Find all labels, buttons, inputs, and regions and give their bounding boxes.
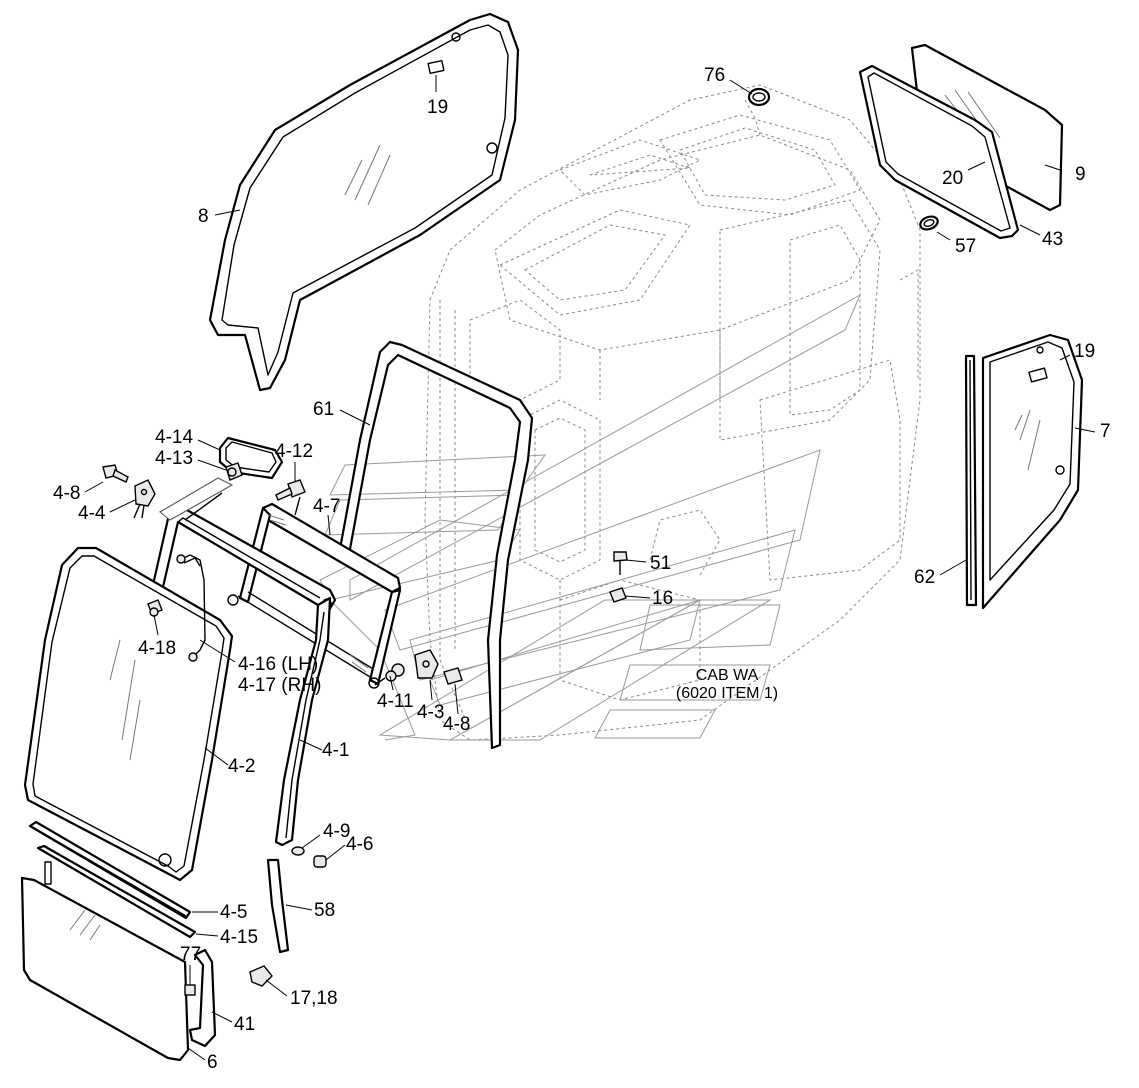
part-4-11-washer-bolt: [374, 663, 405, 686]
part-6-lower-glass: [20, 861, 190, 1062]
label-4-14: 4-14: [155, 427, 193, 448]
part-8-top-glass: [208, 12, 520, 392]
part-77-clip: [184, 984, 196, 996]
label-6: 6: [207, 1052, 218, 1073]
part-4-9-washer: [291, 846, 305, 856]
assembly-arrows: [159, 477, 301, 521]
label-7: 7: [1100, 421, 1111, 442]
label-4-3: 4-3: [417, 702, 444, 723]
label-4-8-top: 4-8: [53, 483, 80, 504]
label-4-16: 4-16 (LH): [238, 654, 318, 675]
label-77: 77: [180, 944, 201, 965]
label-4-18: 4-18: [138, 638, 176, 659]
part-17-18-clip: [249, 965, 273, 987]
label-4-4: 4-4: [78, 503, 106, 524]
label-20: 20: [942, 168, 963, 189]
label-76: 76: [704, 65, 725, 86]
part-43-rear-seal: [858, 64, 1020, 240]
label-4-12: 4-12: [275, 441, 313, 462]
part-4-15-rail: [36, 844, 197, 939]
part-4-1-door-pillar: [274, 596, 332, 847]
part-16-nut: [609, 587, 627, 603]
leader-lines: [84, 75, 1096, 1061]
part-51-bolt: [613, 551, 628, 575]
part-4-16-handle: [176, 554, 206, 662]
label-51: 51: [650, 553, 671, 574]
label-4-7: 4-7: [313, 496, 340, 517]
label-16: 16: [652, 588, 673, 609]
cab-note-line2: (6020 ITEM 1): [676, 685, 778, 702]
label-4-2: 4-2: [228, 756, 255, 777]
label-57: 57: [955, 236, 976, 257]
label-41: 41: [234, 1014, 255, 1035]
part-41-lower-seal: [188, 948, 217, 1048]
part-4-12-bolt: [275, 479, 306, 501]
part-4-6-spacer: [313, 855, 327, 868]
part-4-8-bolt-top: [102, 464, 129, 483]
label-4-6: 4-6: [346, 834, 373, 855]
label-62: 62: [914, 567, 935, 588]
part-7-right-glass: [981, 333, 1084, 610]
label-19-right: 19: [1074, 341, 1095, 362]
part-4-2-door-glass: [23, 546, 234, 882]
label-4-11: 4-11: [377, 691, 414, 712]
cab-note-line1: CAB WA: [696, 667, 759, 684]
label-4-5: 4-5: [220, 902, 247, 923]
label-58: 58: [314, 900, 335, 921]
label-61: 61: [313, 399, 334, 420]
label-9: 9: [1075, 164, 1086, 185]
part-61-front-seal: [336, 340, 534, 750]
part-76-grommet: [747, 87, 771, 107]
label-4-9: 4-9: [323, 821, 350, 842]
part-62-strip: [964, 354, 978, 607]
label-4-15: 4-15: [220, 927, 258, 948]
label-4-13: 4-13: [155, 448, 193, 469]
part-58-strip: [266, 858, 290, 954]
part-4-3-hinge: [414, 649, 439, 679]
part-57-o-ring: [919, 215, 939, 231]
label-8: 8: [198, 206, 209, 227]
label-43: 43: [1042, 229, 1063, 250]
label-4-1: 4-1: [322, 740, 349, 761]
part-4-8-bolt-bottom: [443, 667, 463, 685]
part-4-4-hinge: [133, 479, 156, 519]
label-4-17: 4-17 (RH): [238, 675, 321, 696]
label-19-top: 19: [427, 97, 448, 118]
label-4-8-bottom: 4-8: [443, 714, 470, 735]
part-4-5-rail: [28, 820, 192, 920]
part-4-13-mirror-bolt: [225, 462, 243, 481]
cab-floor-panels: [319, 293, 862, 741]
label-17-18: 17,18: [290, 988, 338, 1009]
part-labels: 8 19 76 9 20 43 57 19 7 62 61 4-14 4-13 …: [53, 65, 1111, 1073]
